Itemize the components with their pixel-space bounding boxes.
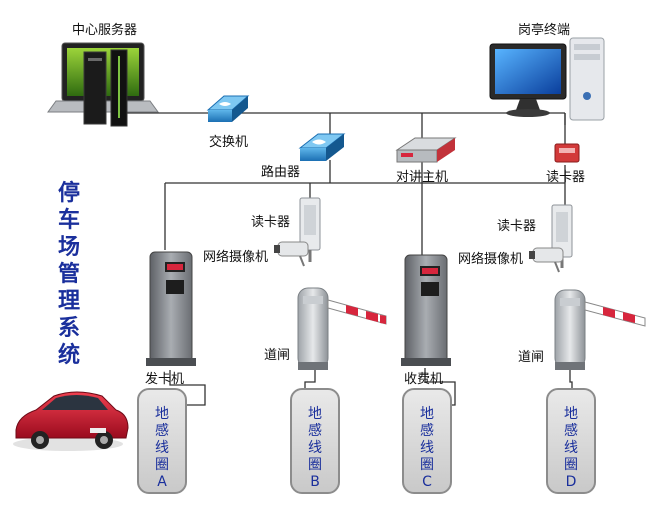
ground-coil-char: 地	[564, 406, 578, 422]
switch-icon	[206, 95, 250, 122]
ground-coil-char: 线	[308, 440, 322, 456]
center-server-label: 中心服务器	[72, 23, 138, 38]
ground-coil-char: 圈	[564, 457, 578, 473]
camera-left-label: 网络摄像机	[203, 250, 269, 265]
intercom-icon	[395, 137, 457, 163]
ground-coil-char: 感	[308, 423, 322, 439]
camera-right-label: 网络摄像机	[458, 252, 524, 267]
ground-coil-char: 线	[420, 440, 434, 456]
ground-coil-char: 地	[155, 406, 169, 422]
card-reader-icon	[554, 143, 580, 163]
router-icon	[298, 133, 346, 161]
ground-coil-char: C	[422, 474, 432, 490]
network-camera-icon	[274, 241, 309, 267]
ground-coil-char: 圈	[420, 457, 434, 473]
ground-coil-char: 圈	[155, 457, 169, 473]
ground-coil-char: A	[157, 474, 167, 490]
card-dispenser-label: 发卡机	[145, 372, 185, 387]
ground-coil-char: 感	[564, 423, 578, 439]
card-reader-left-label: 读卡器	[251, 215, 291, 230]
toll-machine-icon	[401, 254, 451, 366]
system-title-char: 场	[57, 235, 80, 260]
system-title-char: 理	[57, 289, 80, 314]
ground-coil-char: 线	[155, 440, 169, 456]
server-icon	[47, 42, 159, 127]
toll-machine-label: 收费机	[404, 372, 444, 387]
system-title-char: 管	[57, 262, 80, 287]
network-lines	[118, 112, 573, 406]
ground-coil-char: 感	[420, 423, 434, 439]
system-title-char: 系	[57, 316, 80, 341]
system-title: 停车场管理系统	[56, 180, 82, 369]
card-reader-icon	[299, 197, 321, 262]
ground-coil-char: 感	[155, 423, 169, 439]
ground-coil-char: B	[310, 474, 320, 490]
ground-coil-char: D	[565, 474, 577, 490]
switch-label: 交换机	[209, 135, 249, 150]
card-reader-top-label: 读卡器	[546, 170, 586, 185]
system-title-char: 停	[57, 181, 80, 206]
network-camera-icon	[529, 247, 564, 273]
card-dispenser-icon	[146, 251, 196, 366]
system-title-char: 车	[57, 208, 80, 233]
intercom-host-label: 对讲主机	[396, 170, 449, 185]
barrier-gate-icon	[554, 289, 646, 370]
router-label: 路由器	[261, 165, 301, 180]
card-reader-icon	[551, 204, 573, 268]
barrier-gate-icon	[297, 287, 387, 370]
ground-coil-char: 线	[564, 440, 578, 456]
desktop-computer-icon	[489, 37, 605, 121]
barrier-right-label: 道闸	[518, 350, 545, 365]
system-title-char: 统	[57, 343, 80, 368]
ground-coil-char: 地	[420, 406, 434, 422]
ground-coil-char: 地	[308, 406, 322, 422]
booth-terminal-label: 岗亭终端	[518, 23, 571, 38]
card-reader-right-label: 读卡器	[497, 219, 537, 234]
ground-coil-char: 圈	[308, 457, 322, 473]
barrier-left-label: 道闸	[264, 348, 291, 363]
car-icon	[13, 391, 129, 451]
